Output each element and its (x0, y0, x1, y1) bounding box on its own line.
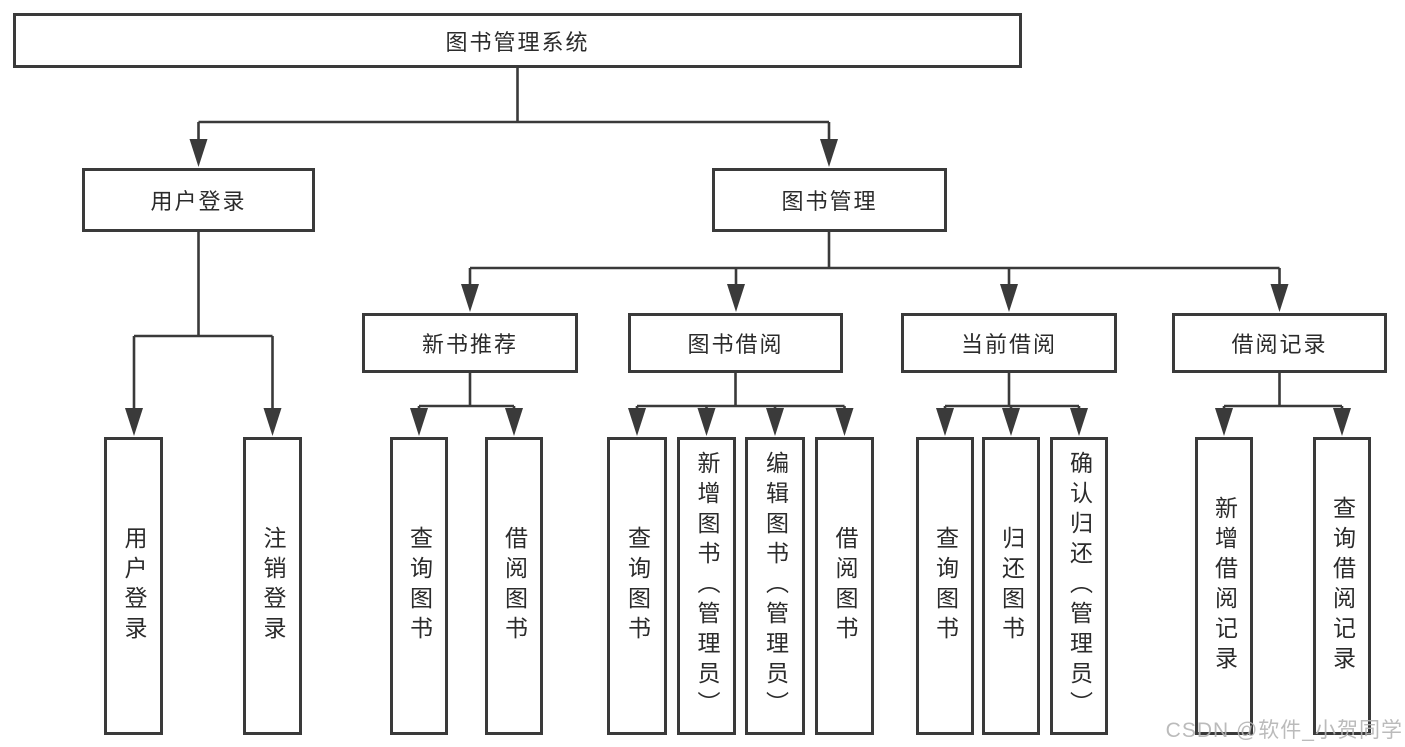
leaf-cb-return-book-label: 归还图书 (998, 526, 1025, 646)
leaf-bb-edit-book: 编辑图书（管理员） (745, 437, 805, 735)
leaf-cb-query-book: 查询图书 (916, 437, 974, 735)
leaf-br-add-record-label: 新增借阅记录 (1211, 496, 1238, 676)
node-user-login: 用户登录 (82, 168, 315, 232)
node-new-book-recommend-label: 新书推荐 (421, 332, 518, 357)
leaf-logout-label: 注销登录 (260, 526, 286, 646)
node-user-login-label: 用户登录 (150, 189, 247, 214)
arrowhead-icons (125, 139, 1351, 436)
leaf-bb-edit-book-label: 编辑图书（管理员） (762, 451, 789, 721)
node-root: 图书管理系统 (13, 13, 1022, 68)
leaf-bb-query-book-label: 查询图书 (624, 526, 651, 646)
node-borrow-records: 借阅记录 (1172, 313, 1387, 373)
leaf-bb-borrow-book: 借阅图书 (815, 437, 874, 735)
node-book-management-label: 图书管理 (781, 189, 878, 214)
node-book-borrow-label: 图书借阅 (687, 332, 784, 357)
leaf-bb-borrow-book-label: 借阅图书 (832, 526, 858, 646)
leaf-cb-return-book: 归还图书 (982, 437, 1040, 735)
leaf-nb-borrow-book-label: 借阅图书 (501, 526, 528, 646)
leaf-bb-query-book: 查询图书 (607, 437, 667, 735)
leaf-user-login-label: 用户登录 (121, 526, 147, 646)
leaf-br-query-record-label: 查询借阅记录 (1329, 496, 1356, 676)
leaf-user-login: 用户登录 (104, 437, 163, 735)
leaf-nb-borrow-book: 借阅图书 (485, 437, 543, 735)
node-current-borrow-label: 当前借阅 (960, 332, 1057, 357)
leaf-bb-add-book: 新增图书（管理员） (677, 437, 736, 735)
leaf-br-add-record: 新增借阅记录 (1195, 437, 1253, 735)
node-book-borrow: 图书借阅 (628, 313, 843, 373)
leaf-nb-query-book: 查询图书 (390, 437, 448, 735)
leaf-nb-query-book-label: 查询图书 (406, 526, 433, 646)
leaf-cb-query-book-label: 查询图书 (932, 526, 959, 646)
leaf-logout: 注销登录 (243, 437, 302, 735)
node-new-book-recommend: 新书推荐 (362, 313, 578, 373)
leaf-bb-add-book-label: 新增图书（管理员） (694, 451, 720, 721)
leaf-cb-confirm-return: 确认归还（管理员） (1050, 437, 1108, 735)
node-current-borrow: 当前借阅 (901, 313, 1117, 373)
leaf-cb-confirm-return-label: 确认归还（管理员） (1066, 451, 1093, 721)
watermark: CSDN @软件_小贺同学 (1165, 719, 1403, 742)
node-root-label: 图书管理系统 (445, 29, 590, 55)
node-borrow-records-label: 借阅记录 (1231, 332, 1328, 357)
leaf-br-query-record: 查询借阅记录 (1313, 437, 1371, 735)
node-book-management: 图书管理 (712, 168, 947, 232)
